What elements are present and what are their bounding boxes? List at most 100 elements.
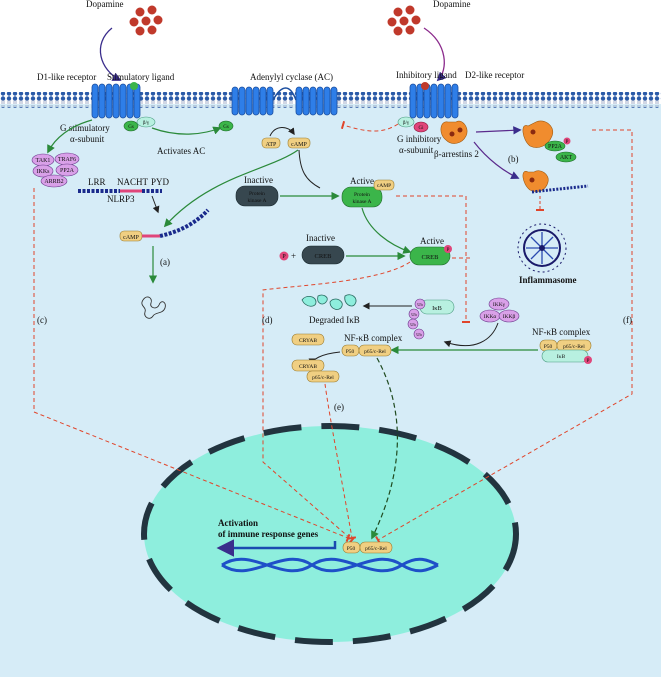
tak1-label: TAK1 [36, 158, 51, 164]
p50-mid-label: P50 [346, 349, 355, 355]
dopamine-to-d1-arrow [99, 27, 122, 81]
activates-ac-arrow [151, 126, 222, 135]
akt [555, 151, 577, 163]
dopamine-left-label: Dopamine [86, 0, 124, 9]
dna-strand-1 [221, 557, 439, 573]
arrb2-label: ARRB2 [44, 179, 63, 185]
ikb-phospho [584, 356, 592, 364]
inactive-pka [235, 185, 279, 207]
p65-right-label: p65/c-Rel [563, 344, 585, 350]
activation-label-line1: Activation [218, 518, 258, 528]
gs-ac-label: Gs [223, 125, 229, 130]
camp-top-label: cAMP [291, 142, 307, 148]
beta-arrestin-membrane [440, 120, 468, 144]
active-creb-label: Active [420, 236, 444, 246]
nlrp3-binding-arrow [151, 195, 160, 214]
p50-nucleus-label: P50 [347, 546, 356, 552]
inflammasome-label: Inflammasome [519, 275, 577, 285]
ub4-label: Ub [416, 332, 422, 337]
ikb-phospho-label: P [587, 359, 590, 364]
cell-membrane [0, 92, 661, 108]
ikks-label: IKKs [37, 169, 51, 175]
p65-nucleus [359, 541, 393, 554]
mark-a-label: (a) [160, 257, 170, 267]
d1-to-tak1-arrow [47, 119, 93, 154]
degraded-ikb-label: Degraded IκB [309, 315, 360, 325]
traf6-label: TRAF6 [58, 157, 76, 163]
g-inhibitory-alpha-label: α-subunit [399, 145, 434, 155]
pp2a-right [544, 140, 566, 152]
stimulatory-ligand [130, 82, 138, 90]
activation-label-line2: of immune response genes [218, 529, 319, 539]
active-pka-line2: kinase A [352, 199, 371, 205]
cryab-top [291, 333, 325, 346]
gi-label: Gi [419, 126, 425, 131]
ub3-label: Ub [410, 322, 416, 327]
creb-inhibits-genes [262, 261, 411, 544]
beta-gamma-right [397, 116, 415, 128]
camp-nlrp3-label: cAMP [123, 235, 139, 241]
atp-to-camp-arrow [269, 127, 295, 137]
d2-receptor [409, 83, 459, 119]
active-pka-line1: Protein [354, 192, 370, 198]
dopamine-to-d2-arrow [423, 27, 447, 82]
ub2-label: Ub [411, 312, 417, 317]
phosphate [279, 251, 289, 261]
mark-b-label: (b) [508, 154, 519, 164]
dna-strand-2 [221, 557, 439, 573]
pka-to-creb-arrow [361, 207, 412, 254]
d1-receptor [91, 83, 141, 119]
nfkb-translocation-arrow [371, 357, 398, 540]
inhibitory-ligand-label: Inhibitory ligand [396, 70, 457, 80]
nucleus [141, 423, 519, 645]
creb-phospho [444, 245, 452, 253]
ikk-phosphorylation-arrow [443, 322, 499, 348]
dopamine-right [387, 5, 421, 36]
active-pka-label: Active [350, 176, 374, 186]
camp-pka-label: cAMP [377, 183, 391, 189]
nfkb-complex-right-label: NF-κB complex [532, 327, 591, 337]
d2-receptor-label: D2-like receptor [465, 70, 524, 80]
cryab-inhibits-genes [324, 383, 357, 540]
adenylyl-cyclase-label: Adenylyl cyclase (AC) [250, 72, 333, 82]
p65-mid-label: p65/c-Rel [364, 349, 386, 355]
dopamine-left [129, 5, 163, 36]
pka-inhibits-nfkb [396, 195, 470, 323]
ikk-complex [479, 297, 520, 323]
inhibitory-ligand [421, 82, 429, 90]
phosphate-label: P [282, 254, 286, 260]
gene-activation-arrow [216, 539, 337, 557]
degraded-nlrp3-icon [141, 296, 166, 319]
d1-receptor-label: D1-like receptor [37, 72, 96, 82]
beta-gamma-left [136, 116, 156, 128]
active-pka [341, 186, 383, 208]
pp2a-right-label: PP2A [548, 144, 563, 150]
cryab-bound [291, 359, 325, 372]
dopamine-right-label: Dopamine [433, 0, 471, 9]
gi-inhibits-ac [340, 120, 399, 132]
degraded-ikb-icon [301, 294, 357, 310]
pka-line1: Protein [249, 191, 265, 197]
camp-to-pka-line [298, 149, 321, 189]
active-creb-text: CREB [422, 254, 440, 261]
camp-top [287, 137, 311, 149]
gs-subunit-ac [218, 120, 234, 132]
beta-arrestins-label: β-arrestins 2 [434, 149, 479, 159]
inactive-creb [301, 245, 345, 265]
p50-right-label: P50 [544, 344, 553, 350]
active-creb [409, 246, 451, 266]
ub1-label: Ub [417, 302, 423, 307]
camp-to-nlrp3-arrow [163, 149, 299, 228]
nfkb-complex-mid-label: NF-κB complex [344, 333, 403, 343]
mark-f-label: (f) [623, 315, 632, 325]
adenylyl-cyclase [231, 86, 338, 116]
gi-subunit [413, 121, 429, 133]
ikkalpha-label: IKKα [484, 314, 497, 320]
bound-lrr-chain [159, 208, 210, 238]
nlrp3-label: NLRP3 [107, 194, 135, 204]
arrestin-to-pp2a-arrow [475, 126, 522, 135]
gs-subunit [123, 120, 139, 132]
plus-sign: + [291, 251, 296, 261]
nlrp3-chain-right [531, 184, 589, 194]
